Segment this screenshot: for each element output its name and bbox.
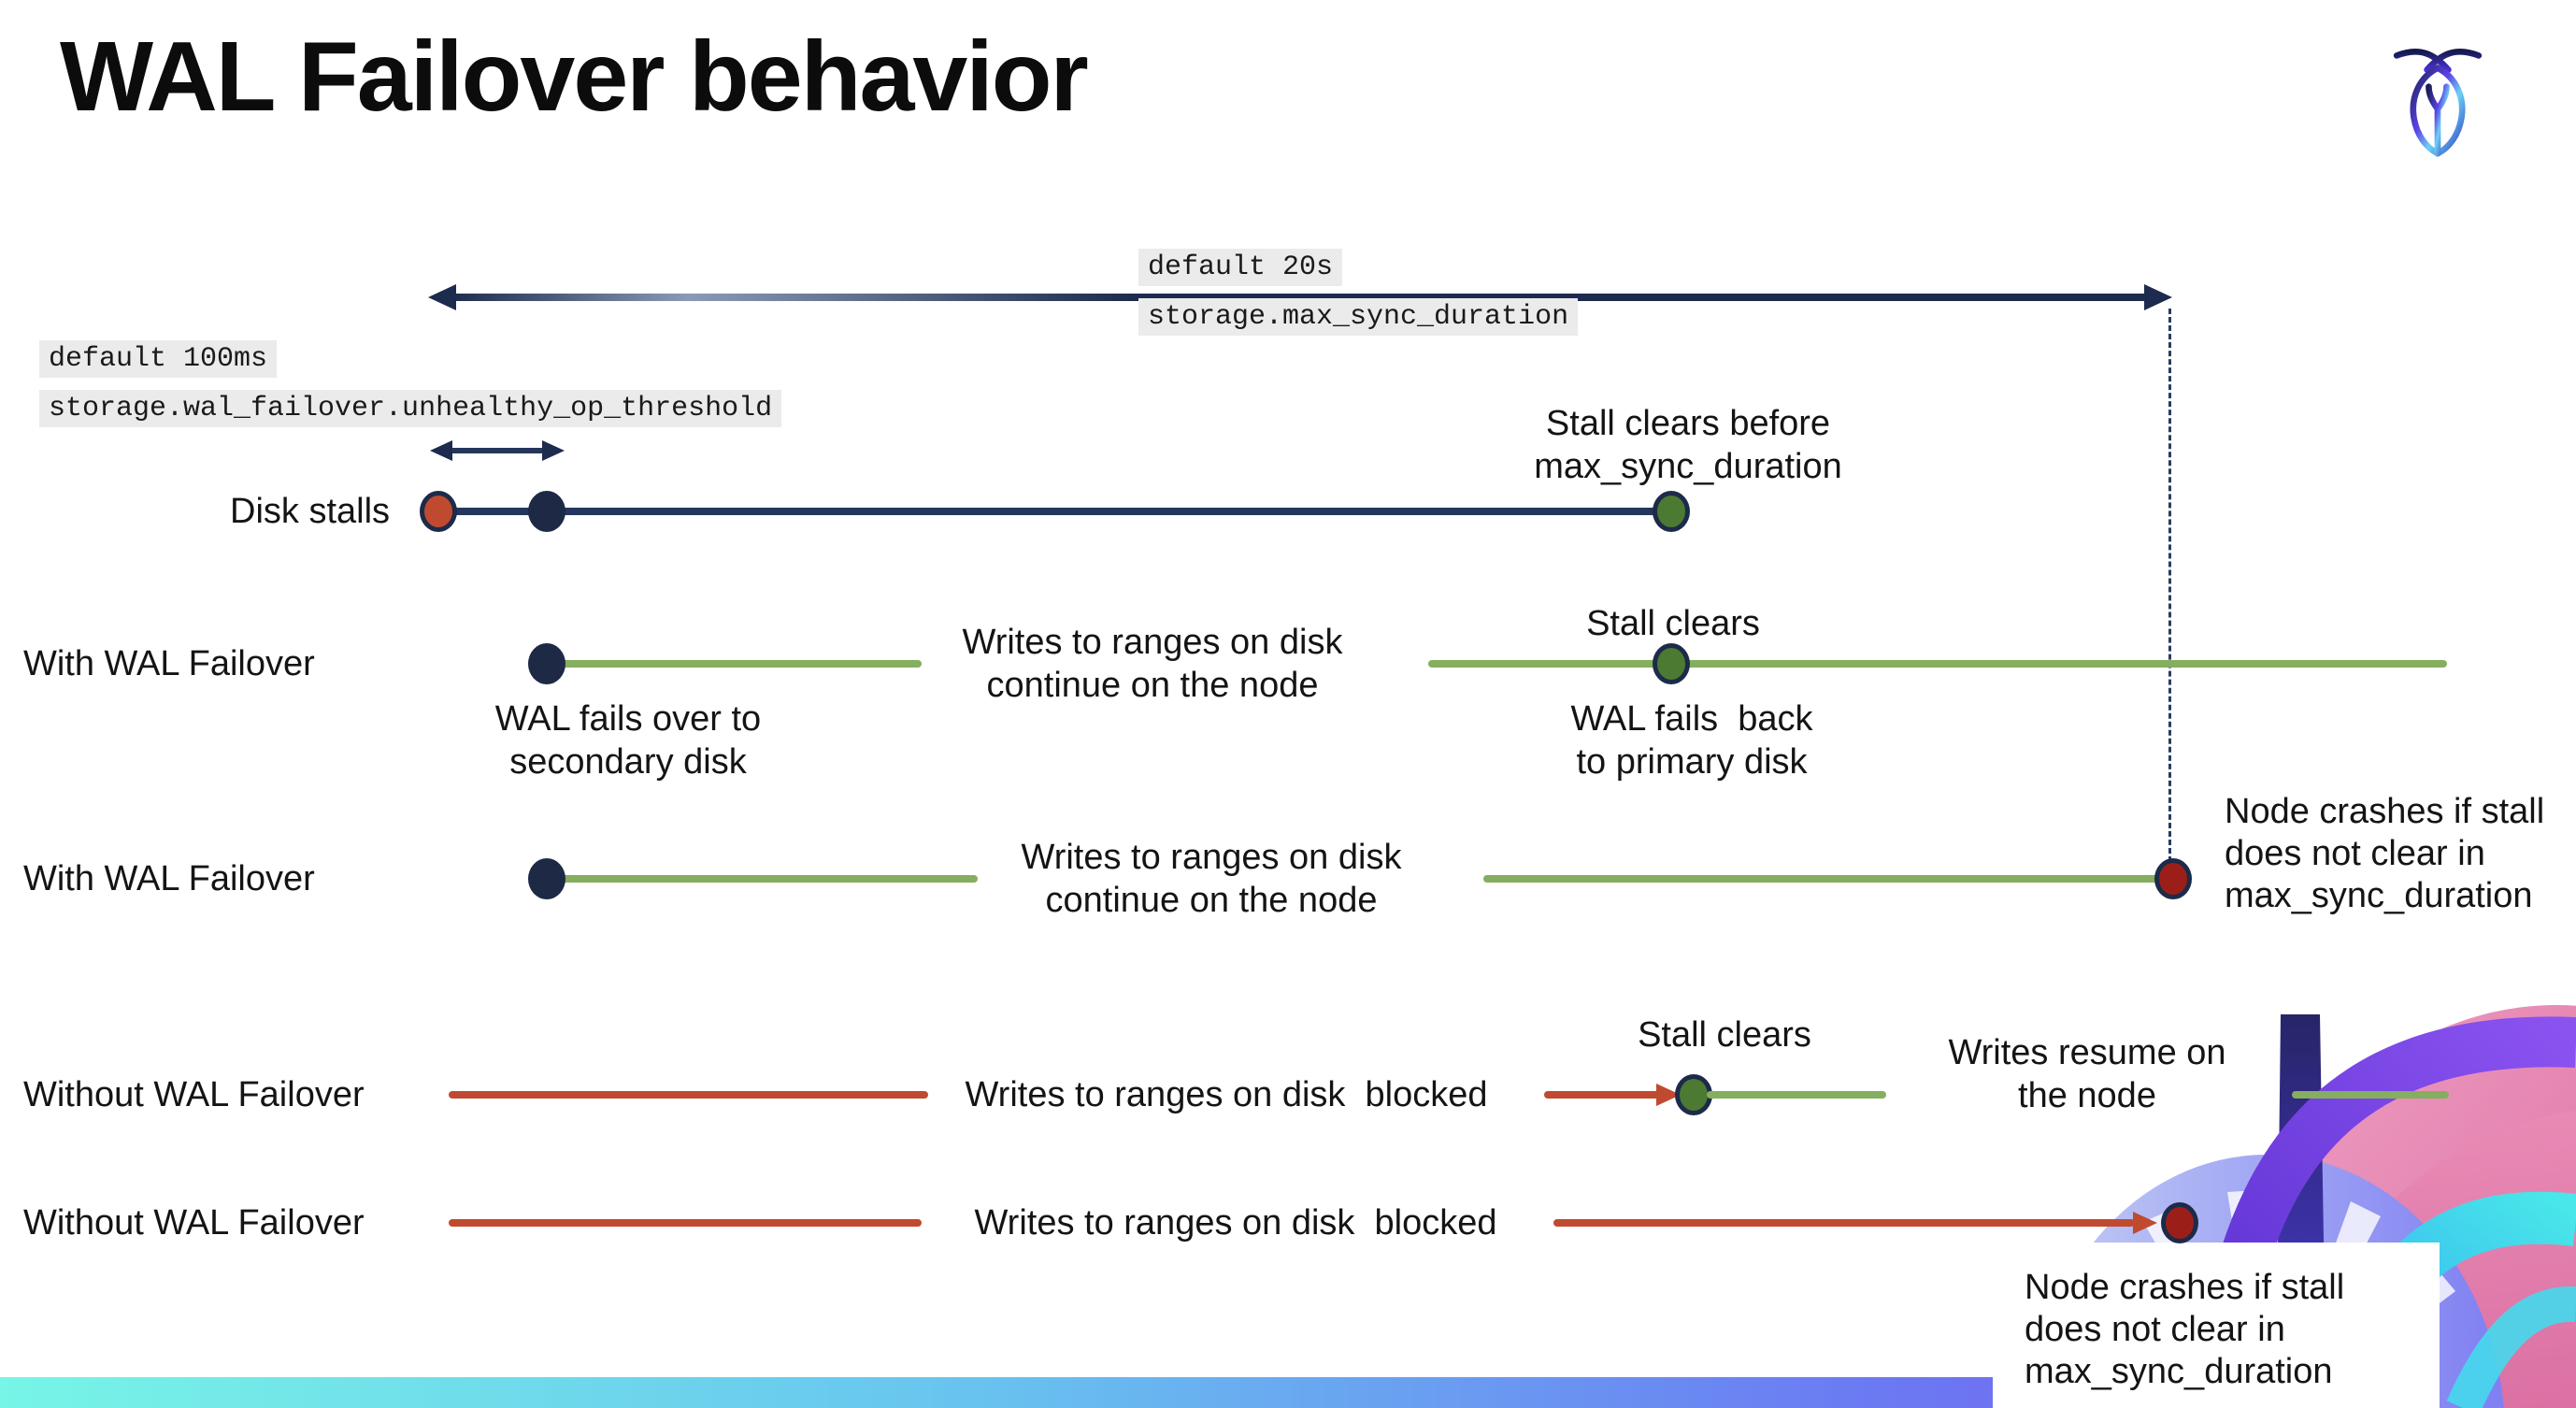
max-sync-setting-chip: storage.max_sync_duration (1138, 298, 1579, 336)
stall-clears-note: Stall clears (1586, 604, 1760, 643)
timeline-segment (1483, 875, 2163, 883)
disk-stall-timeline (438, 508, 1671, 515)
writes-continue-note: Writes to ranges on disk continue on the… (1021, 838, 1402, 920)
failover-note: WAL fails over to secondary disk (494, 699, 762, 782)
max-sync-default-chip: default 20s (1138, 249, 1343, 286)
stall-clear-dot (1653, 491, 1690, 532)
node-crash-note: Node crashes if stall does not clear in … (2225, 792, 2545, 915)
row-label-without-wal-failover-1: Without WAL Failover (23, 1075, 365, 1114)
writes-resume-note: Writes resume on the node (1948, 1033, 2226, 1115)
timeline-segment (1428, 660, 2447, 668)
timeline-segment (1707, 1091, 1886, 1099)
timeline-segment (449, 1219, 922, 1227)
page-title: WAL Failover behavior (60, 22, 1089, 132)
short-arrow-right-head-icon (542, 440, 565, 461)
stall-clears-before-note: Stall clears before max_sync_duration (1534, 404, 1842, 486)
max-sync-duration-arrow (451, 294, 2148, 301)
threshold-dot (528, 491, 565, 532)
unhealthy-op-threshold-arrow (449, 448, 544, 453)
timeline-segment (2292, 1091, 2449, 1099)
failover-dot (528, 858, 565, 899)
cockroachdb-logo-icon (2393, 49, 2483, 157)
max-sync-deadline-dashed-line (2168, 309, 2171, 862)
unhealthy-op-threshold-label: default 100ms storage.wal_failover.unhea… (39, 340, 782, 427)
timeline-segment (449, 1091, 928, 1099)
node-crash-dot (2161, 1202, 2198, 1243)
writes-continue-note: Writes to ranges on disk continue on the… (962, 623, 1343, 705)
red-arrow-head-icon (2133, 1212, 2157, 1234)
row-label-with-wal-failover-2: With WAL Failover (23, 859, 315, 898)
row-label-with-wal-failover-1: With WAL Failover (23, 644, 315, 683)
arrow-right-head-icon (2144, 284, 2172, 310)
writes-blocked-note: Writes to ranges on disk blocked (965, 1075, 1488, 1114)
unhealthy-op-default-chip: default 100ms (39, 340, 278, 378)
crash-note-box: Node crashes if stall does not clear in … (1993, 1243, 2440, 1408)
unhealthy-op-setting-chip: storage.wal_failover.unhealthy_op_thresh… (39, 390, 782, 427)
short-arrow-left-head-icon (430, 440, 452, 461)
max-sync-duration-label: default 20s storage.max_sync_duration (1138, 249, 1579, 336)
writes-blocked-note: Writes to ranges on disk blocked (974, 1203, 1497, 1243)
node-crash-dot (2154, 858, 2192, 899)
row-label-disk-stalls: Disk stalls (230, 492, 391, 531)
arrow-left-head-icon (428, 284, 456, 310)
failback-note: WAL fails back to primary disk (1570, 699, 1813, 782)
stall-clear-dot (1653, 643, 1690, 684)
stall-start-dot (420, 491, 457, 532)
stall-clears-note: Stall clears (1638, 1015, 1811, 1055)
timeline-segment (557, 875, 978, 883)
timeline-segment (557, 660, 922, 668)
row-label-without-wal-failover-2: Without WAL Failover (23, 1203, 365, 1243)
crash-note-text: Node crashes if stall does not clear in … (2025, 1268, 2345, 1391)
timeline-segment (1553, 1219, 2135, 1227)
timeline-segment (1544, 1091, 1662, 1099)
failover-dot (528, 643, 565, 684)
